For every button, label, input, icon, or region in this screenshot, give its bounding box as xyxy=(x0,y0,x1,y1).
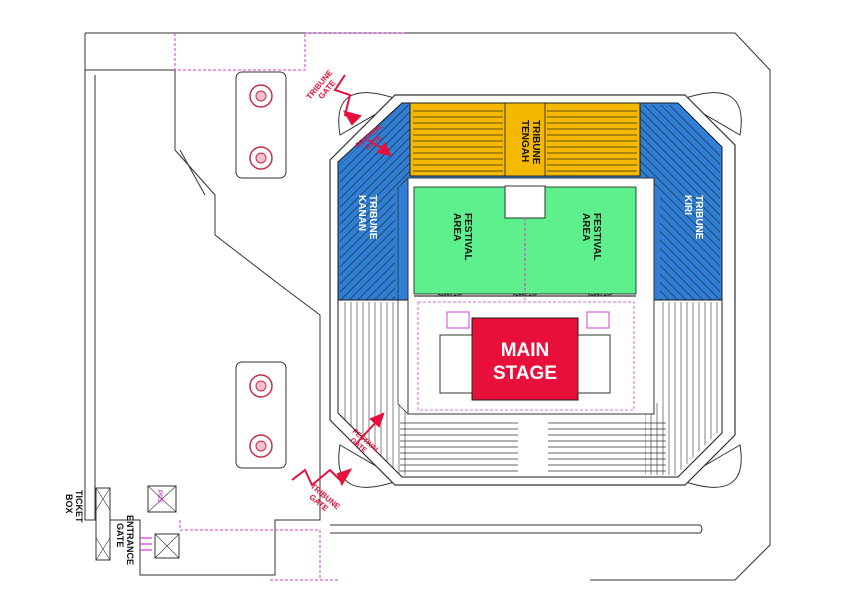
right-wing-stage xyxy=(577,334,611,394)
planter-bottom xyxy=(235,361,287,469)
tribune-lower-rows-bottom-left xyxy=(400,418,518,473)
direction-arrow-icon xyxy=(367,139,392,157)
inner-corridor xyxy=(397,177,409,415)
planter-top xyxy=(235,71,287,179)
entrance-lanes xyxy=(140,537,152,551)
tribune-gate-bottom-label: TRIBUNE GATE xyxy=(308,482,343,514)
access-path xyxy=(174,32,405,581)
tribune-tengah-rows-right xyxy=(547,108,637,173)
festival-area-left-label: FESTIVAL AREA xyxy=(451,213,473,261)
tribune-tengah-line1: TRIBUNE xyxy=(530,120,541,165)
direction-arrow-icon xyxy=(333,74,362,126)
entrance-turnstile-x xyxy=(154,533,180,559)
tribune-tengah-label: TRIBUNE TENGAH xyxy=(519,120,541,165)
tribune-lower-rows-left xyxy=(340,302,410,475)
tree-icon xyxy=(249,84,273,108)
barricade-label-center: BARRICADE xyxy=(513,292,537,297)
pos-label: POS xyxy=(156,490,162,503)
tribune-kanan-line1: TRIBUNE xyxy=(367,195,378,240)
tribune-kanan-line2: KANAN xyxy=(356,195,367,231)
ticket-box-line2: BOX xyxy=(64,494,74,514)
tree-icon xyxy=(249,434,273,458)
ticket-box-line1: TICKET xyxy=(74,490,84,523)
festival-right-line2: AREA xyxy=(580,213,591,241)
tree-icon xyxy=(249,146,273,170)
festival-left-line1: FESTIVAL xyxy=(462,213,473,261)
barricade-label-right: BARRICADE xyxy=(588,292,612,297)
speaker-right xyxy=(586,311,610,329)
main-stage-zone[interactable] xyxy=(471,317,579,401)
entrance-gate-line1: ENTRANCE xyxy=(125,515,135,565)
tribune-kiri-line2: KIRI xyxy=(682,195,693,215)
direction-arrow-icon xyxy=(354,412,385,446)
pos-kiosk-x xyxy=(147,485,177,513)
main-stage-line2: STAGE xyxy=(493,363,557,384)
left-wing-stage xyxy=(439,334,473,394)
tribune-tengah-line2: TENGAH xyxy=(519,120,530,162)
site-boundary xyxy=(84,32,771,581)
tribune-blue-rows-left xyxy=(340,105,410,300)
main-stage-line1: MAIN xyxy=(501,340,550,361)
stage-enclosure xyxy=(417,301,635,411)
tribune-kiri-line1: TRIBUNE xyxy=(693,195,704,240)
tree-icon xyxy=(249,374,273,398)
festival-area-right-label: FESTIVAL AREA xyxy=(580,213,602,261)
festival-left-line2: AREA xyxy=(451,213,462,241)
speaker-left xyxy=(446,311,470,329)
entrance-building xyxy=(84,69,703,576)
direction-arrow-icon xyxy=(291,468,353,487)
pos-text: POS xyxy=(156,490,162,503)
tribune-kiri-label: TRIBUNE KIRI xyxy=(682,195,704,240)
ticket-box-structure xyxy=(95,487,111,561)
entrance-gate-line2: GATE xyxy=(115,523,125,547)
tribune-tengah-rows-left xyxy=(413,108,503,173)
control-booth xyxy=(504,185,546,219)
tribune-kanan-label: TRIBUNE KANAN xyxy=(356,195,378,240)
entrance-gate-label: ENTRANCE GATE xyxy=(115,515,135,565)
tribune-blue-rows-right xyxy=(640,105,720,300)
ticket-box-x xyxy=(95,487,111,561)
festival-right-line1: FESTIVAL xyxy=(591,213,602,261)
tribune-tengah-aisle xyxy=(504,102,546,177)
corner-bastions xyxy=(338,92,742,488)
barricade-label-left: BARRICADE xyxy=(438,292,462,297)
ticket-box-label: TICKET BOX xyxy=(64,490,84,523)
tribune-lower-rows-bottom-right xyxy=(548,418,666,473)
